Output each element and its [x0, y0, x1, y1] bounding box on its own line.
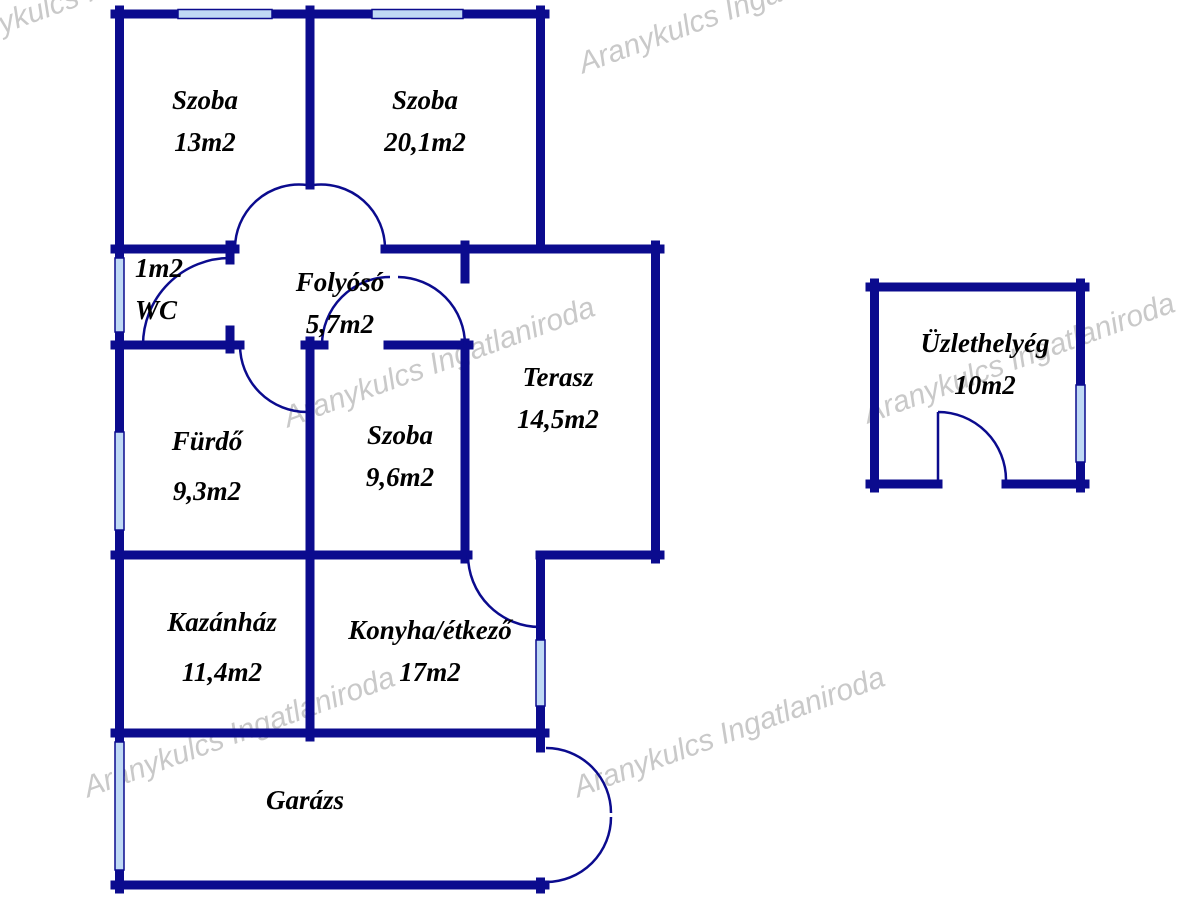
- window-szoba13-top: [177, 8, 273, 20]
- room-name: Fürdő: [171, 426, 243, 456]
- room-name: Garázs: [265, 785, 345, 815]
- room-area: 13m2: [174, 126, 236, 157]
- room-name: Konyha/étkező: [348, 615, 512, 645]
- room-label-szoba96: Szoba 9,6m2: [366, 415, 434, 499]
- room-label-konyha: Konyha/étkező 17m2: [348, 610, 512, 694]
- room-name: Szoba: [171, 85, 239, 115]
- room-label-uzlet: Üzlethelyég 10m2: [921, 323, 1050, 407]
- room-area: 9,6m2: [365, 461, 435, 492]
- room-area: 11,4m2: [181, 656, 263, 687]
- window-annex-right: [1075, 384, 1086, 463]
- window-garazs-left: [114, 741, 125, 871]
- window-konyha-right: [535, 639, 546, 707]
- room-label-wc: 1m2 WC: [135, 248, 183, 332]
- windows: [114, 8, 1086, 871]
- room-area: 1m2: [135, 253, 184, 283]
- room-area: 20,1m2: [384, 126, 466, 157]
- room-area: 9,3m2: [172, 475, 242, 506]
- room-name: Üzlethelyég: [920, 328, 1050, 358]
- room-name: Folyósó: [295, 267, 385, 297]
- window-szoba20-top: [371, 8, 464, 20]
- room-name: Szoba: [366, 420, 434, 450]
- room-label-furdo: Fürdő 9,3m2: [172, 417, 243, 517]
- room-area: 14,5m2: [517, 403, 599, 434]
- window-furdo-left: [114, 431, 125, 531]
- room-name: Szoba: [391, 85, 459, 115]
- room-label-terasz: Terasz 14,5m2: [517, 357, 599, 441]
- room-area: 17m2: [399, 656, 461, 687]
- room-name: Terasz: [522, 362, 594, 392]
- room-label-folyoso: Folyósó 5,7m2: [296, 262, 385, 346]
- room-area: 5,7m2: [305, 308, 375, 339]
- room-name: Kazánház: [167, 607, 277, 637]
- room-label-szoba13: Szoba 13m2: [172, 80, 238, 164]
- room-area: 10m2: [954, 369, 1016, 400]
- room-label-kazanhaz: Kazánház 11,4m2: [167, 598, 277, 698]
- room-label-szoba20: Szoba 20,1m2: [384, 80, 466, 164]
- room-name: WC: [135, 294, 178, 325]
- door-arcs: [141, 183, 1008, 884]
- window-wc-left: [114, 257, 125, 333]
- room-label-garazs: Garázs: [266, 780, 344, 822]
